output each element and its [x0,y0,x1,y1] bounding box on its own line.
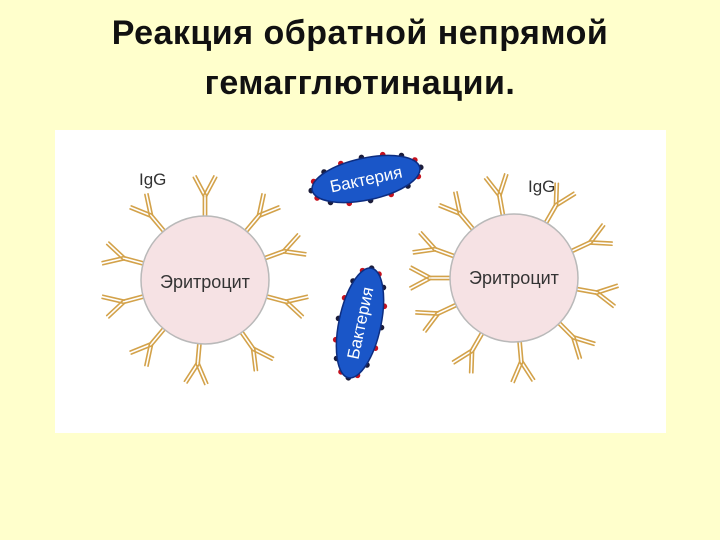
igg-antibody-icon [101,293,147,319]
igg-antibody-icon [510,338,536,384]
igg-antibody-icon [451,330,486,374]
igg-antibody-icon [238,329,275,372]
igg-antibody-icon [483,173,509,219]
erythrocyte-left [140,215,270,345]
erythrocyte-right-label: Эритроцит [469,268,559,288]
bacteria-top: Бактерия [308,151,424,207]
igg-antibody-icon [129,325,168,367]
bacteria-top-body [311,154,421,204]
erythrocyte-left-label: Эритроцит [160,272,250,292]
bacteria-middle-body [335,267,385,379]
igg-antibody-icon [412,231,458,260]
igg-antibody-icon [261,233,307,262]
igg-antibody-icon [438,191,477,233]
bacteria-middle: Бактерия [332,265,388,381]
igg-antibody-icon [192,175,218,219]
igg-antibody-icon [573,283,619,309]
igg-label-left: IgG [139,170,166,189]
diagram-canvas: Эритроцит Эритроцит IgG IgG Бактерия Бак… [101,151,619,386]
igg-antibody-icon [129,193,168,235]
igg-antibody-icon [568,223,613,255]
igg-antibody-icon [542,182,577,226]
igg-label-right: IgG [528,177,555,196]
title-line-1: Реакция обратной непрямой [111,14,609,52]
igg-antibody-icon [409,265,453,291]
igg-antibody-icon [183,340,209,386]
antibodies-layer [101,173,619,386]
igg-antibody-icon [555,319,596,360]
erythrocyte-right [449,213,579,343]
title-line-2: гемагглютинации. [204,64,516,102]
igg-antibody-icon [242,193,281,235]
slide-title: Реакция обратной непрямой гемагглютинаци… [0,8,720,108]
igg-antibody-icon [263,293,309,319]
igg-antibody-icon [101,241,147,267]
igg-antibody-icon [415,301,460,333]
hemagglutination-diagram: Эритроцит Эритроцит IgG IgG Бактерия Бак… [55,130,666,433]
